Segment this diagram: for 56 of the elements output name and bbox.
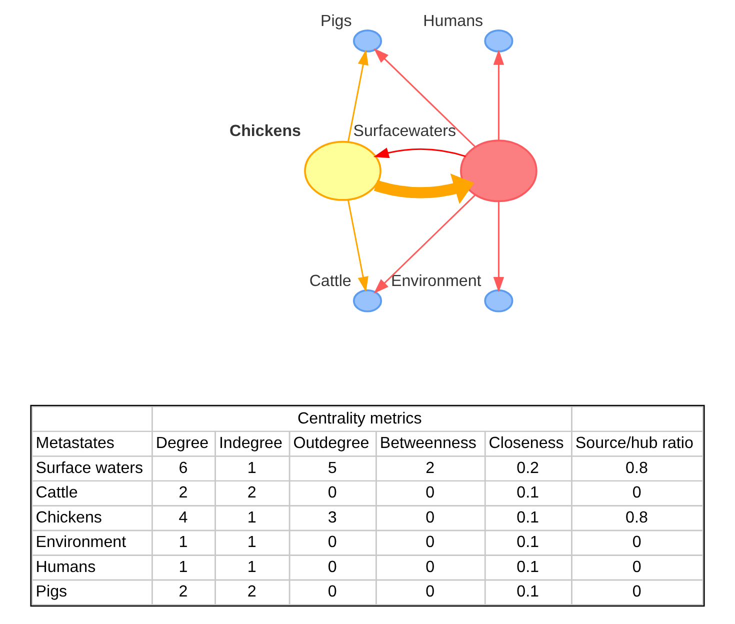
label: 0.1: [516, 533, 539, 552]
label: 1: [247, 508, 256, 526]
label: 2: [247, 484, 256, 502]
label: 0: [328, 558, 337, 576]
label: 0: [632, 558, 642, 576]
label: Degree: [156, 434, 209, 452]
label: 1: [247, 558, 256, 576]
label: 0: [426, 508, 435, 526]
label: 0: [426, 558, 435, 576]
label: Closeness: [488, 434, 564, 452]
label: 0: [328, 484, 337, 502]
label: 0.2: [516, 458, 539, 477]
label: 5: [328, 458, 337, 477]
label: 0: [426, 484, 435, 502]
label: 2: [178, 484, 188, 502]
label: 0: [632, 533, 642, 552]
label: 0: [632, 582, 642, 601]
label: Cattle: [36, 484, 78, 502]
label: Surface waters: [36, 458, 144, 477]
label: 2: [178, 582, 188, 601]
label: 0: [632, 484, 642, 502]
label: 0.8: [626, 458, 648, 477]
label: 0.1: [516, 484, 539, 502]
label: 0: [328, 533, 337, 552]
label: 0.8: [626, 508, 648, 526]
node-label: Cattle: [309, 272, 352, 290]
node-label: Environment: [391, 272, 482, 290]
label: 2: [426, 458, 435, 477]
label: Betweenness: [380, 434, 476, 452]
label: Metastates: [36, 434, 114, 452]
node-label: Humans: [423, 12, 484, 30]
label: 0: [328, 582, 337, 601]
label: Chickens: [36, 508, 102, 526]
label: Outdegree: [293, 434, 370, 452]
label: Humans: [36, 558, 96, 576]
label: 2: [247, 582, 256, 601]
label: Indegree: [218, 434, 282, 452]
label: 6: [178, 458, 188, 477]
label: 1: [178, 558, 188, 576]
label: 3: [328, 508, 337, 526]
label: 0.1: [516, 558, 539, 576]
label: 0.1: [516, 508, 539, 526]
label: 1: [247, 458, 256, 477]
node-label: Chickens: [230, 122, 301, 140]
label: 0: [426, 533, 435, 552]
label: 4: [178, 508, 188, 526]
label: 1: [247, 533, 256, 552]
label: Source/hub ratio: [575, 434, 694, 452]
label: 1: [178, 533, 188, 552]
node-label: Pigs: [320, 12, 352, 30]
label: 0: [426, 582, 435, 601]
label: 0.1: [516, 582, 539, 601]
label: Environment: [36, 533, 126, 552]
label: Pigs: [36, 582, 68, 601]
node-label: Surfacewaters: [353, 122, 456, 140]
label: Centrality metrics: [298, 409, 422, 428]
